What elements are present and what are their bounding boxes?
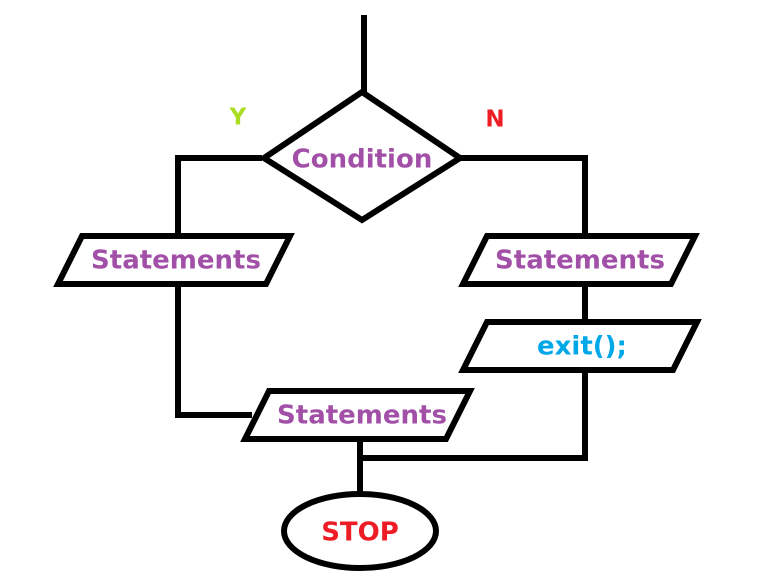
statements-bottom-label: Statements: [277, 401, 447, 431]
stop-label: STOP: [321, 518, 399, 548]
statements-bottom-parallelogram: [240, 388, 475, 442]
condition-label: Condition: [292, 145, 433, 175]
connector-condition-yes-to-statements-left: [175, 155, 262, 238]
exit-call-parallelogram: [458, 319, 702, 373]
stop-ellipse: [281, 491, 439, 571]
exit-call-label: exit();: [537, 332, 627, 362]
statements-left-label: Statements: [91, 246, 261, 276]
connector-statements-left-to-statements-bottom: [175, 282, 252, 418]
statements-right-parallelogram: [458, 233, 700, 287]
branch-label-no: N: [485, 107, 504, 133]
statements-left-parallelogram: [53, 233, 295, 287]
statements-right-label: Statements: [495, 246, 665, 276]
condition-diamond: [258, 88, 466, 224]
branch-label-yes: Y: [229, 105, 247, 131]
connector-condition-no-to-statements-right: [460, 155, 588, 238]
connector-exit-to-stop: [360, 369, 588, 461]
